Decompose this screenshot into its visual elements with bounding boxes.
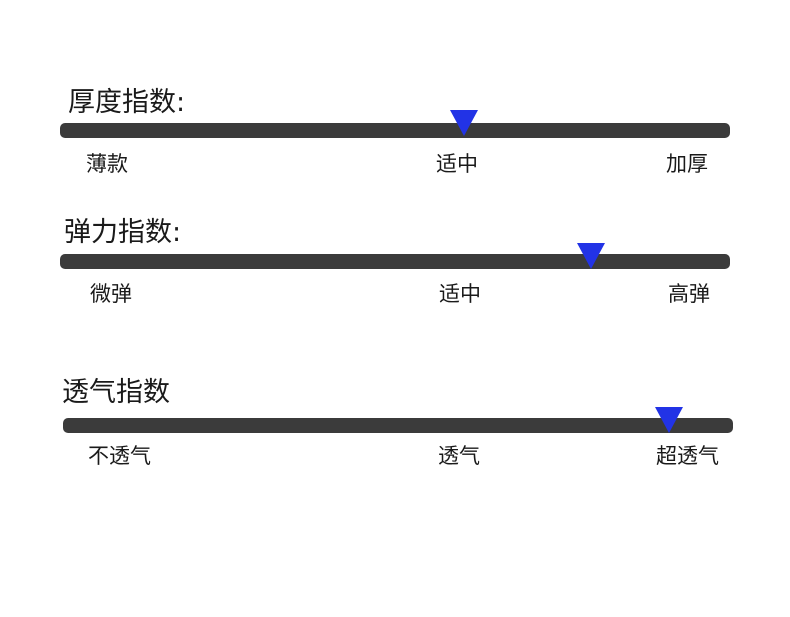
breathability-label-super: 超透气 bbox=[656, 444, 719, 468]
thickness-label-medium: 适中 bbox=[436, 152, 478, 176]
breathability-index-track bbox=[63, 418, 733, 433]
elasticity-index-marker-icon bbox=[577, 243, 605, 269]
thickness-index-title: 厚度指数: bbox=[68, 87, 186, 118]
elasticity-label-high: 高弹 bbox=[668, 282, 710, 306]
thickness-label-thin: 薄款 bbox=[86, 152, 128, 176]
breathability-label-medium: 透气 bbox=[438, 444, 480, 468]
breathability-index-marker-icon bbox=[655, 407, 683, 433]
elasticity-label-medium: 适中 bbox=[439, 282, 481, 306]
breathability-label-none: 不透气 bbox=[88, 444, 151, 468]
thickness-label-thick: 加厚 bbox=[666, 152, 708, 176]
elasticity-index-title: 弹力指数: bbox=[64, 217, 182, 248]
thickness-index-marker-icon bbox=[450, 110, 478, 136]
breathability-index-title: 透气指数 bbox=[62, 377, 170, 408]
thickness-index-track bbox=[60, 123, 730, 138]
elasticity-label-slight: 微弹 bbox=[90, 282, 132, 306]
elasticity-index-track bbox=[60, 254, 730, 269]
